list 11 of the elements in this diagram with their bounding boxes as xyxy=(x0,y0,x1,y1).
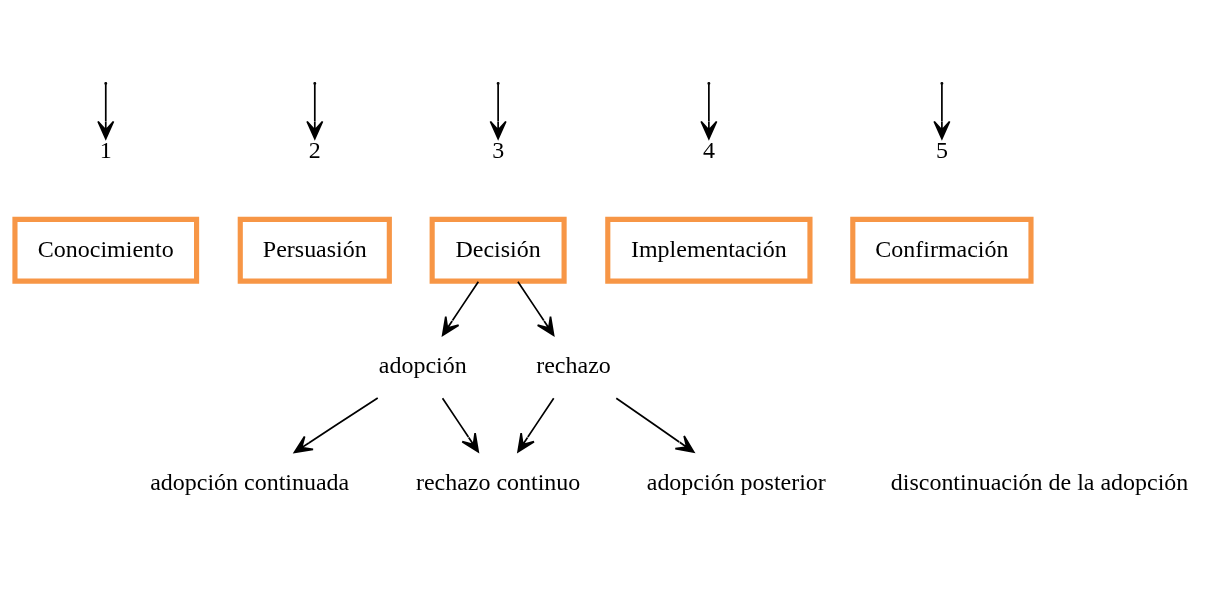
node-text: 1 xyxy=(99,137,112,164)
node-text: rechazo continuo xyxy=(415,468,581,495)
label: discontinuación de la adopción xyxy=(890,468,1189,495)
node-text: 5 xyxy=(935,137,948,164)
node-text: adopción posterior xyxy=(646,468,826,495)
node-text: adopción continuada xyxy=(150,468,350,495)
node-text: 2 xyxy=(308,137,321,164)
node-text: rechazo xyxy=(536,352,611,379)
node-text: adopción xyxy=(378,352,467,379)
node-text: 3 xyxy=(492,137,505,164)
node-text: 4 xyxy=(702,137,715,164)
